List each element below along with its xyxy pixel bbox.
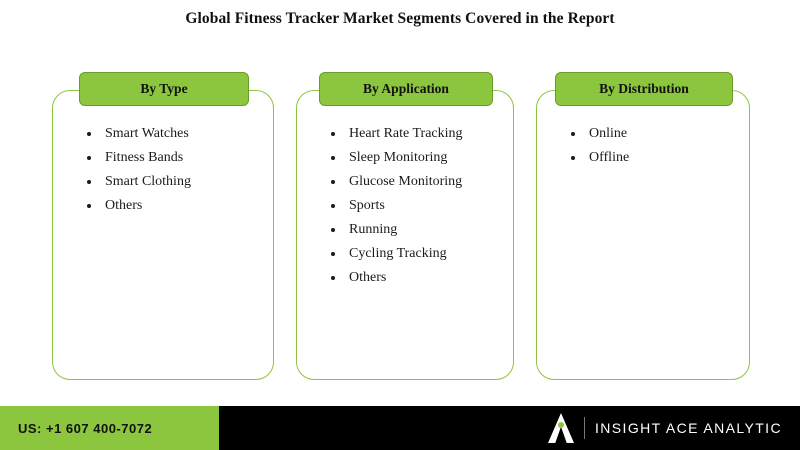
segment-list-by-application: Heart Rate Tracking Sleep Monitoring Glu… xyxy=(323,125,463,293)
segment-list-by-type: Smart Watches Fitness Bands Smart Clothi… xyxy=(79,125,191,221)
list-item: Heart Rate Tracking xyxy=(323,125,463,143)
list-item: Running xyxy=(323,221,463,239)
diagram-canvas: By Type Smart Watches Fitness Bands Smar… xyxy=(0,38,800,406)
letter-a-logo-icon xyxy=(548,413,574,443)
segment-list-by-distribution: Online Offline xyxy=(563,125,629,173)
segment-header-by-application: By Application xyxy=(319,72,493,106)
segment-header-by-distribution-label: By Distribution xyxy=(599,81,689,96)
brand-name-label: INSIGHT ACE ANALYTIC xyxy=(595,420,782,436)
list-item: Offline xyxy=(563,149,629,167)
segment-card-by-distribution: By Distribution Online Offline xyxy=(536,72,750,380)
list-item: Sleep Monitoring xyxy=(323,149,463,167)
list-item: Sports xyxy=(323,197,463,215)
list-item: Smart Watches xyxy=(79,125,191,143)
brand-divider xyxy=(584,417,585,439)
segment-card-by-application: By Application Heart Rate Tracking Sleep… xyxy=(296,72,514,380)
letter-a-logo-dot xyxy=(558,422,564,428)
list-item: Online xyxy=(563,125,629,143)
segment-header-by-type: By Type xyxy=(79,72,249,106)
segment-card-by-type: By Type Smart Watches Fitness Bands Smar… xyxy=(52,72,274,380)
page-title: Global Fitness Tracker Market Segments C… xyxy=(185,10,615,27)
segment-header-by-type-label: By Type xyxy=(140,81,188,96)
contact-phone-box: US: +1 607 400-7072 xyxy=(0,406,219,450)
list-item: Others xyxy=(79,197,191,215)
list-item: Others xyxy=(323,269,463,287)
segment-header-by-application-label: By Application xyxy=(363,81,449,96)
contact-phone-label: US: +1 607 400-7072 xyxy=(18,420,153,436)
segment-header-by-distribution: By Distribution xyxy=(555,72,733,106)
list-item: Smart Clothing xyxy=(79,173,191,191)
brand-lockup: INSIGHT ACE ANALYTIC xyxy=(548,406,782,450)
letter-a-logo-shape xyxy=(548,413,574,443)
title-bar: Global Fitness Tracker Market Segments C… xyxy=(0,0,800,38)
footer-bar: US: +1 607 400-7072 INSIGHT ACE ANALYTIC xyxy=(0,406,800,450)
list-item: Cycling Tracking xyxy=(323,245,463,263)
list-item: Glucose Monitoring xyxy=(323,173,463,191)
list-item: Fitness Bands xyxy=(79,149,191,167)
